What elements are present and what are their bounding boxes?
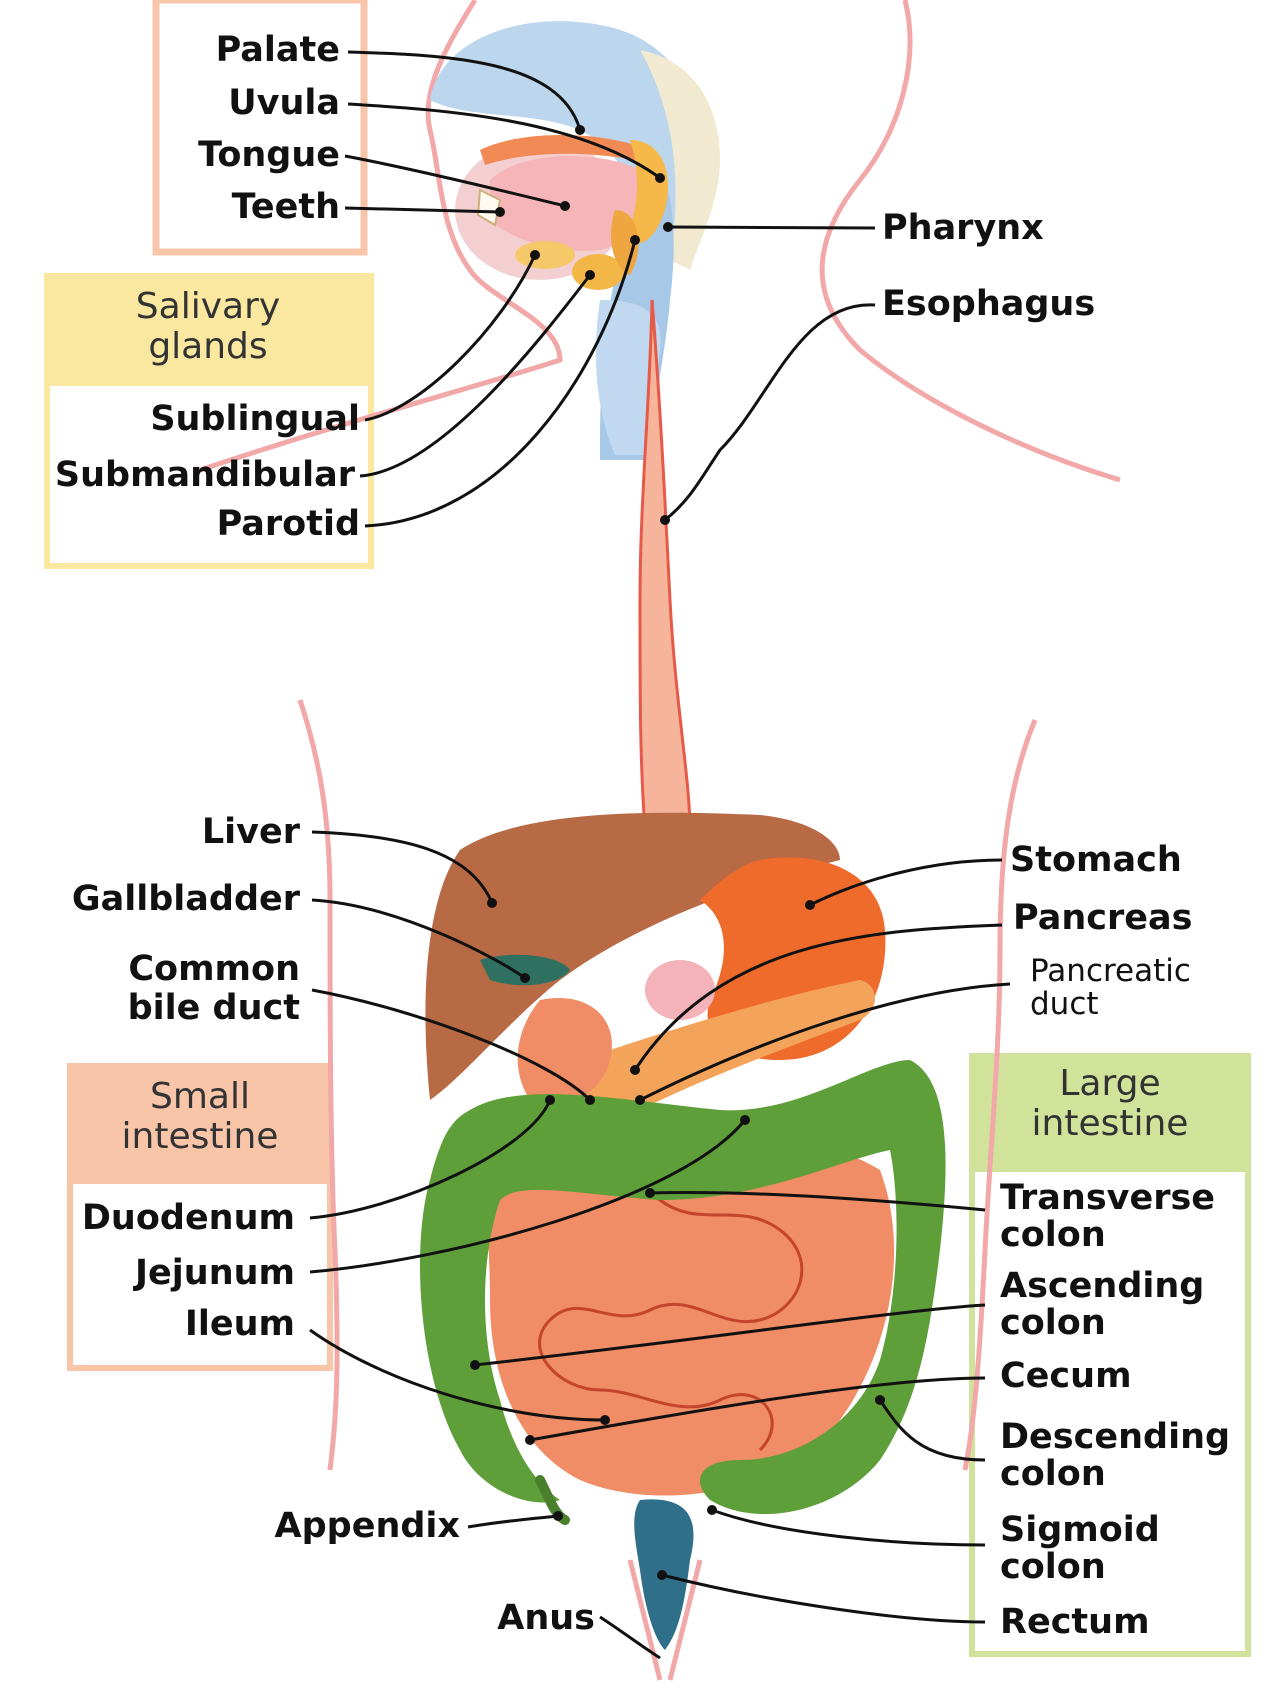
salivary-glands-heading: Salivary glands [135, 286, 281, 367]
parotid-gland [610, 210, 639, 275]
label-submandibular: Submandibular [54, 455, 355, 495]
label-teeth: Teeth [231, 187, 340, 227]
pancreas-shape [578, 980, 875, 1112]
label-duodenum: Duodenum [81, 1198, 295, 1238]
head-tissue [640, 50, 720, 270]
label-cecum: Cecum [1000, 1356, 1132, 1396]
label-appendix: Appendix [274, 1506, 460, 1546]
label-rectum: Rectum [1000, 1602, 1150, 1642]
appendix-shape [535, 1475, 570, 1525]
label-palate: Palate [215, 30, 340, 70]
label-gallbladder: Gallbladder [71, 879, 300, 919]
leader-dots [470, 125, 885, 1580]
uvula-shape [625, 140, 669, 244]
label-common-bile-duct: Common bile duct [127, 949, 300, 1029]
label-jejunum: Jejunum [135, 1253, 295, 1293]
leader-lines [309, 50, 1011, 1660]
label-pancreas: Pancreas [1013, 898, 1193, 938]
abdominal-organs [420, 812, 946, 1650]
label-stomach: Stomach [1010, 840, 1182, 880]
label-uvula: Uvula [228, 83, 340, 123]
body-outline [199, 0, 1121, 1681]
large-intestine-box-header [972, 1056, 1248, 1172]
label-esophagus: Esophagus [882, 284, 1096, 324]
label-transverse-colon: Transverse colon [1000, 1178, 1216, 1255]
stomach-inner [645, 960, 715, 1020]
palate-shape [480, 135, 655, 165]
esophagus-shape [638, 299, 692, 832]
label-sublingual: Sublingual [150, 399, 360, 439]
sublingual-gland [515, 241, 575, 269]
label-liver: Liver [201, 812, 300, 852]
label-tongue: Tongue [198, 135, 340, 175]
label-descending-colon: Descending colon [1000, 1417, 1231, 1494]
mouth-box [152, 0, 368, 256]
small-intestine-box-header [70, 1066, 330, 1184]
label-sigmoid-colon: Sigmoid colon [1000, 1510, 1160, 1587]
salivary-box-header [47, 276, 371, 386]
large-intestine-shape [420, 1060, 946, 1515]
teeth-shape [476, 188, 502, 227]
trachea-shape [595, 300, 661, 455]
small-intestine-heading: Small intestine [121, 1076, 279, 1157]
head-organs [430, 21, 720, 460]
large-intestine-heading: Large intestine [1031, 1063, 1189, 1144]
small-intestine-folds [538, 1178, 804, 1452]
nasal-cavity-shape [430, 21, 700, 250]
label-pancreatic-duct: Pancreatic duct [1030, 953, 1191, 1022]
label-ileum: Ileum [184, 1304, 295, 1344]
label-ascending-colon: Ascending colon [1000, 1266, 1205, 1343]
duodenum-shape [517, 998, 612, 1104]
label-parotid: Parotid [216, 504, 360, 544]
label-boxes [44, 0, 1251, 1657]
label-anus: Anus [497, 1598, 595, 1638]
label-pharynx: Pharynx [882, 208, 1044, 248]
